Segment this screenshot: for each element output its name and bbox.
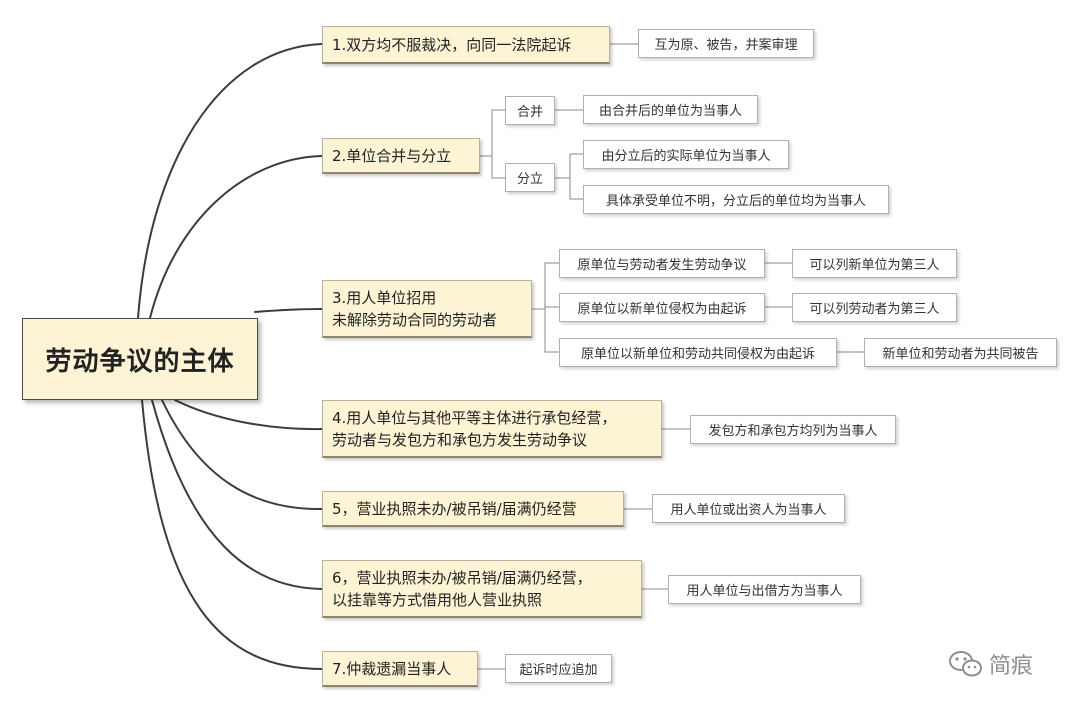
branch-3-title-line-1: 3.用人单位招用 — [332, 288, 437, 307]
wechat-icon — [949, 651, 982, 677]
branch-3-case-1-result[interactable]: 可以列新单位为第三人 — [792, 249, 957, 278]
branch-3-topic[interactable]: 3.用人单位招用 未解除劳动合同的劳动者 — [322, 280, 532, 338]
branch-5-title-line: 5，营业执照未办/被吊销/届满仍经营 — [332, 499, 577, 518]
connector-root-branch-2 — [149, 155, 323, 319]
branch-6-title-line-1: 6，营业执照未办/被吊销/届满仍经营， — [332, 568, 592, 587]
branch-4-title-line-2: 劳动者与发包方和承包方发生劳动争议 — [332, 430, 588, 449]
branch-3-case-2-condition[interactable]: 原单位以新单位侵权为由起诉 — [559, 293, 765, 322]
connector-branch-3-cases — [531, 262, 560, 353]
branch-5-topic[interactable]: 5，营业执照未办/被吊销/届满仍经营 — [322, 491, 624, 527]
branch-6-title-line-2: 以挂靠等方式借用他人营业执照 — [332, 590, 543, 609]
watermark-text: 简痕 — [989, 654, 1034, 679]
branch-3-case-2-result[interactable]: 可以列劳动者为第三人 — [792, 293, 957, 322]
branch-1-topic[interactable]: 1.双方均不服裁决，向同一法院起诉 — [322, 26, 610, 64]
connector-root-branch-6 — [151, 399, 323, 590]
watermark: 简痕 — [948, 644, 1033, 684]
branch-2-topic[interactable]: 2.单位合并与分立 — [322, 138, 480, 174]
branch-3-case-1-condition[interactable]: 原单位与劳动者发生劳动争议 — [559, 249, 765, 278]
branch-6-result[interactable]: 用人单位与出借方为当事人 — [668, 575, 861, 604]
connector-root-branch-7 — [141, 399, 323, 670]
branch-7-result[interactable]: 起诉时应追加 — [505, 654, 612, 683]
branch-2-split-result-1[interactable]: 由分立后的实际单位为当事人 — [583, 140, 789, 169]
branch-7-title-line: 7.仲裁遗漏当事人 — [332, 659, 452, 678]
branch-2-title-line: 2.单位合并与分立 — [332, 146, 452, 165]
connector-branch-2-subs — [479, 109, 506, 179]
branch-1-title-line: 1.双方均不服裁决，向同一法院起诉 — [332, 35, 572, 54]
branch-4-title-line-1: 4.用人单位与其他平等主体进行承包经营， — [332, 408, 617, 427]
connector-root-branch-3 — [254, 308, 323, 313]
branch-3-title-line-2: 未解除劳动合同的劳动者 — [332, 310, 498, 329]
branch-5-result[interactable]: 用人单位或出资人为当事人 — [652, 494, 845, 523]
connector-root-branch-4 — [174, 399, 323, 431]
branch-2-sub-split[interactable]: 分立 — [505, 163, 555, 192]
connector-root-branch-5 — [161, 399, 323, 511]
branch-3-case-3-result[interactable]: 新单位和劳动者为共同被告 — [864, 338, 1057, 367]
branch-2-sub-merge[interactable]: 合并 — [505, 96, 555, 125]
branch-2-split-result-2[interactable]: 具体承受单位不明，分立后的单位均为当事人 — [583, 185, 889, 214]
branch-2-merge-result[interactable]: 由合并后的单位为当事人 — [583, 95, 758, 124]
root-topic[interactable]: 劳动争议的主体 — [22, 318, 258, 400]
branch-4-topic[interactable]: 4.用人单位与其他平等主体进行承包经营， 劳动者与发包方和承包方发生劳动争议 — [322, 400, 662, 458]
branch-7-topic[interactable]: 7.仲裁遗漏当事人 — [322, 651, 478, 687]
branch-6-topic[interactable]: 6，营业执照未办/被吊销/届满仍经营， 以挂靠等方式借用他人营业执照 — [322, 560, 642, 618]
connector-root-branch-1 — [137, 43, 323, 319]
branch-4-result[interactable]: 发包方和承包方均列为当事人 — [690, 415, 896, 444]
branch-3-case-3-condition[interactable]: 原单位以新单位和劳动共同侵权为由起诉 — [559, 338, 837, 367]
branch-1-result[interactable]: 互为原、被告，并案审理 — [638, 29, 814, 58]
connector-branch-2-split — [554, 153, 584, 200]
